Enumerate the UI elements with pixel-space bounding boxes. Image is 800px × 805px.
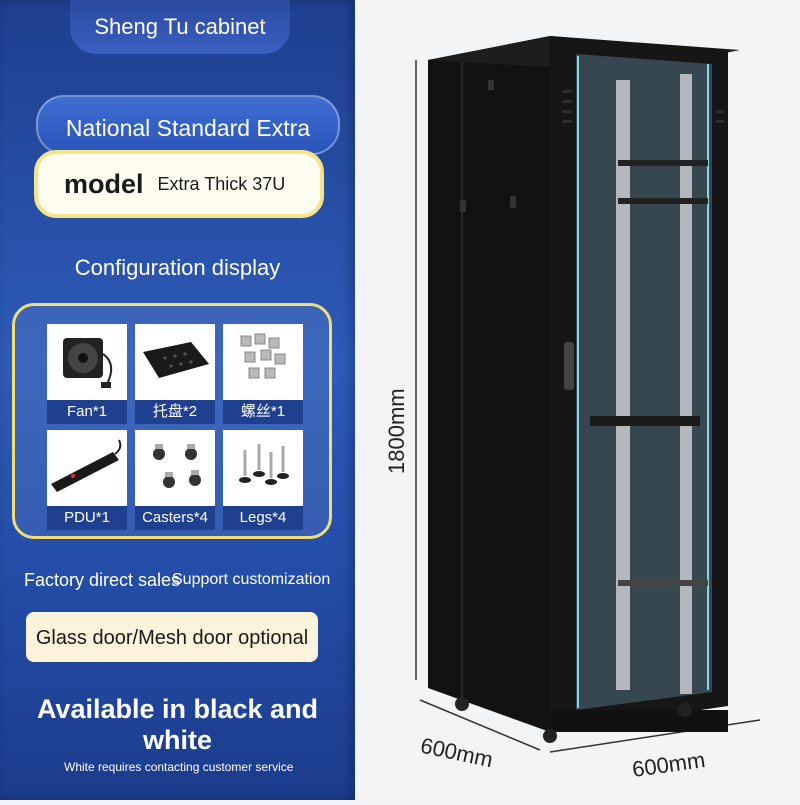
config-item-label: 托盘*2 [135, 400, 215, 424]
config-item-label: PDU*1 [47, 506, 127, 530]
tray-icon [135, 324, 215, 400]
config-item-label: 螺丝*1 [223, 400, 303, 424]
config-item-screws: 螺丝*1 [223, 324, 303, 424]
config-item-label: Casters*4 [135, 506, 215, 530]
model-value: Extra Thick 37U [157, 173, 286, 194]
cabinet-image [380, 20, 800, 800]
door-option-label: Glass door/Mesh door optional [26, 612, 318, 662]
config-item-legs: Legs*4 [223, 430, 303, 530]
standard-label: National Standard Extra Thick [36, 95, 340, 203]
legs-icon [223, 430, 303, 506]
config-item-tray: 托盘*2 [135, 324, 215, 424]
model-label: model [64, 168, 144, 199]
colors-available-text: Available in black and white [36, 694, 319, 755]
config-item-casters: Casters*4 [135, 430, 215, 530]
config-grid: Fan*1 托盘*2 [12, 303, 332, 539]
model-box: model Extra Thick 37U [34, 150, 324, 218]
config-item-fan: Fan*1 [47, 324, 127, 424]
screws-icon [223, 324, 303, 400]
config-item-pdu: PDU*1 [47, 430, 127, 530]
config-title: Configuration display [74, 255, 281, 280]
brand-title: Sheng Tu cabinet [70, 0, 290, 54]
contact-note: White requires contacting customer servi… [64, 760, 294, 774]
support-text: Support customization [172, 571, 331, 588]
height-dimension: 1800mm [384, 388, 409, 474]
casters-icon [135, 430, 215, 506]
config-item-label: Legs*4 [223, 506, 303, 530]
info-panel: Sheng Tu cabinet National Standard Extra… [0, 0, 355, 800]
fan-icon [47, 324, 127, 400]
pdu-icon [47, 430, 127, 506]
config-item-label: Fan*1 [47, 400, 127, 424]
factory-text: Factory direct sales [24, 570, 181, 590]
